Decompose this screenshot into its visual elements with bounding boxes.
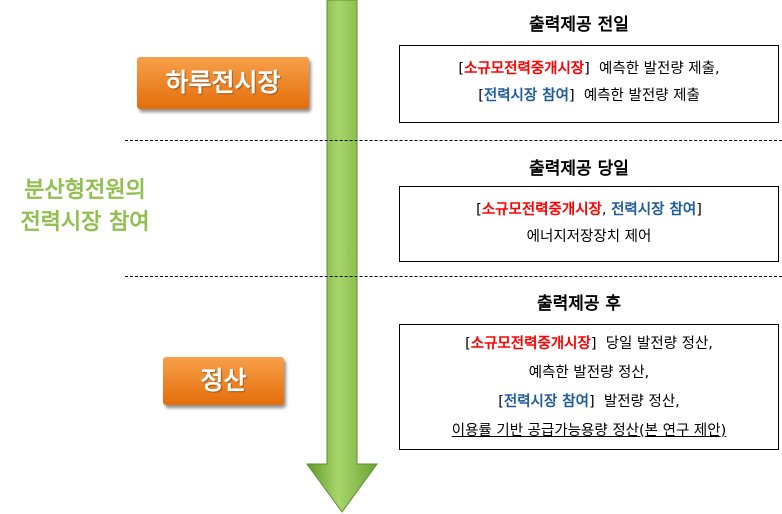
box-after-line2: 예측한 발전량 정산, bbox=[528, 365, 650, 381]
box-same-day-line2: 에너지저장장치 제어 bbox=[526, 229, 652, 245]
line-text: 예측한 발전량 제출, bbox=[589, 61, 720, 77]
box-same-day: [소규모전력중개시장, 전력시장 참여] 에너지저장장치 제어 bbox=[399, 186, 779, 262]
box-same-day-line1: [소규모전력중개시장, 전력시장 참여] bbox=[400, 197, 778, 224]
timeline-arrow bbox=[306, 0, 378, 513]
bracket: [ bbox=[465, 336, 471, 352]
box-after-line3: [전력시장 참여] 발전량 정산, bbox=[400, 388, 778, 417]
divider-line bbox=[125, 140, 782, 141]
box-day-before-line2: [전력시장 참여] 예측한 발전량 제출 bbox=[400, 83, 778, 110]
bracket: [ bbox=[478, 88, 484, 104]
header-same-day: 출력제공 당일 bbox=[529, 159, 629, 179]
box-after-line4: 이용률 기반 공급가능용량 정산(본 연구 제안) bbox=[451, 423, 727, 439]
bracket: ] bbox=[588, 394, 595, 410]
day-ahead-market-button[interactable]: 하루전시장 bbox=[137, 57, 309, 109]
bracket: ] bbox=[590, 336, 597, 352]
power-market-participation-label: 전력시장 참여 bbox=[611, 202, 697, 218]
side-title-line2: 전력시장 참여 bbox=[20, 210, 150, 235]
box-after: [소규모전력중개시장] 당일 발전량 정산, 예측한 발전량 정산, [전력시장… bbox=[399, 324, 779, 450]
small-power-brokerage-label: 소규모전력중개시장 bbox=[481, 202, 602, 218]
small-power-brokerage-label: 소규모전력중개시장 bbox=[470, 336, 591, 352]
header-day-before: 출력제공 전일 bbox=[529, 15, 629, 35]
small-power-brokerage-label: 소규모전력중개시장 bbox=[464, 61, 585, 77]
line-text: 당일 발전량 정산, bbox=[596, 336, 713, 352]
bracket: ] bbox=[568, 88, 575, 104]
box-after-line1: [소규모전력중개시장] 당일 발전량 정산, bbox=[400, 330, 778, 359]
bracket: [ bbox=[476, 202, 482, 218]
header-after: 출력제공 후 bbox=[536, 294, 622, 314]
divider-line bbox=[125, 276, 782, 277]
bracket: [ bbox=[498, 394, 504, 410]
settlement-button[interactable]: 정산 bbox=[163, 357, 284, 405]
power-market-participation-label: 전력시장 참여 bbox=[483, 88, 569, 104]
box-day-before: [소규모전력중개시장] 예측한 발전량 제출, [전력시장 참여] 예측한 발전… bbox=[399, 45, 779, 123]
bracket: ] bbox=[696, 202, 702, 218]
box-day-before-line1: [소규모전력중개시장] 예측한 발전량 제출, bbox=[400, 56, 778, 83]
power-market-participation-label: 전력시장 참여 bbox=[503, 394, 589, 410]
bracket: [ bbox=[458, 61, 465, 77]
side-title: 분산형전원의 전력시장 참여 bbox=[0, 175, 170, 239]
side-title-line1: 분산형전원의 bbox=[24, 178, 146, 203]
bracket: ] bbox=[584, 61, 590, 77]
line-text: 발전량 정산, bbox=[594, 394, 680, 410]
separator: , bbox=[601, 202, 612, 218]
line-text: 예측한 발전량 제출 bbox=[574, 88, 700, 104]
